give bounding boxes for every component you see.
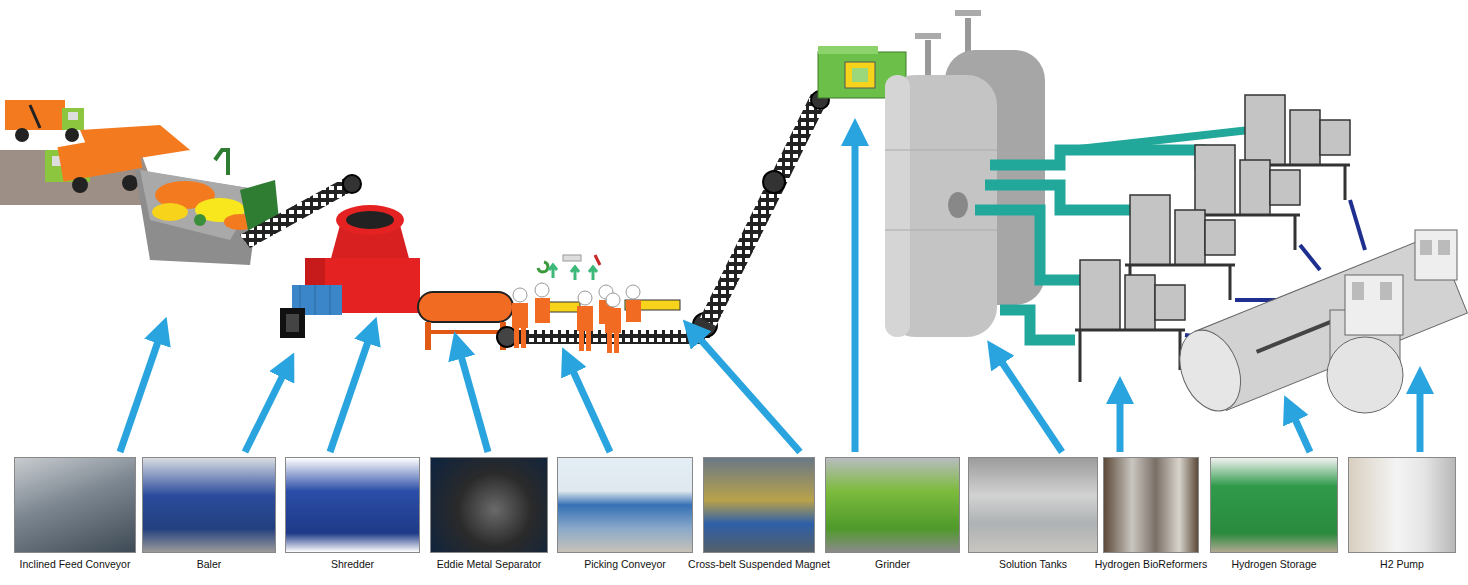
photo-panel: H2 Pump <box>1348 457 1456 553</box>
photo-caption: Solution Tanks <box>999 558 1067 570</box>
solution-tanks <box>885 10 1045 337</box>
photo-panel: Inclined Feed Conveyor <box>14 457 136 553</box>
leader-arrows <box>120 132 1420 452</box>
photo-caption: H2 Pump <box>1380 558 1424 570</box>
photo-panel: Hydrogen Storage <box>1210 457 1338 553</box>
photo-caption: Cross-belt Suspended Magnet <box>688 558 830 570</box>
h2-pump <box>1327 230 1457 413</box>
baler <box>280 285 342 338</box>
photo-panel: Shredder <box>285 457 420 553</box>
photo-panel: Eddie Metal Separator <box>430 457 548 553</box>
photo-caption: Shredder <box>331 558 374 570</box>
photo-caption: Inclined Feed Conveyor <box>20 558 131 570</box>
photo-caption: Grinder <box>875 558 910 570</box>
photo-caption: Baler <box>197 558 222 570</box>
gas-pipes <box>975 120 1250 340</box>
photo-panel: Picking Conveyor <box>557 457 693 553</box>
photo-caption: Picking Conveyor <box>584 558 666 570</box>
photo-panel: Hydrogen BioReformers <box>1103 457 1199 553</box>
picked-items <box>538 255 600 280</box>
photo-panel: Cross-belt Suspended Magnet <box>703 457 815 553</box>
incline-conveyor <box>700 92 828 326</box>
photo-caption: Hydrogen BioReformers <box>1095 558 1208 570</box>
photo-panel: Solution Tanks <box>968 457 1098 553</box>
photo-caption: Hydrogen Storage <box>1231 558 1316 570</box>
photo-caption: Eddie Metal Separator <box>437 558 541 570</box>
workers <box>512 283 641 353</box>
feed-hopper <box>135 150 280 265</box>
photo-panel: Baler <box>142 457 276 553</box>
photo-panel: Grinder <box>825 457 960 553</box>
